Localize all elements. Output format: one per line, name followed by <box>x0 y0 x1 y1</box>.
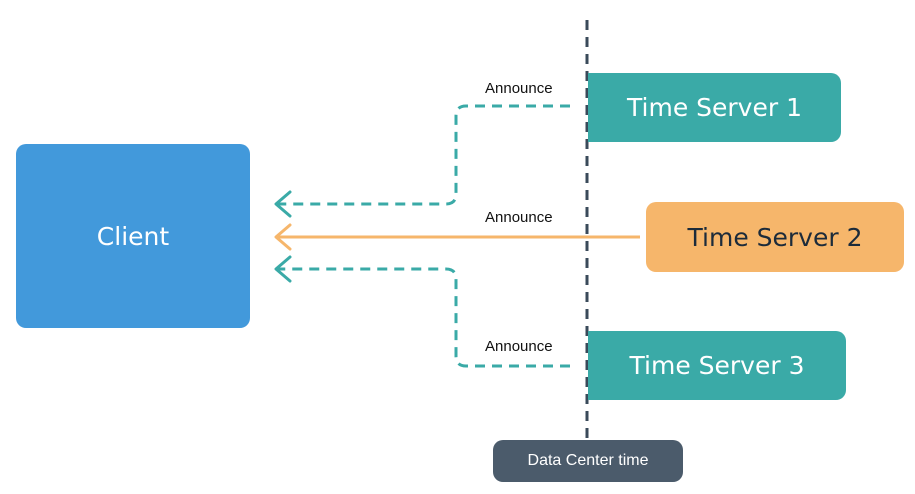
time-server-2-box: Time Server 2 <box>646 202 904 272</box>
announce-label-3: Announce <box>485 338 553 355</box>
time-server-3-box: Time Server 3 <box>588 331 846 400</box>
announce-path-1 <box>278 104 570 206</box>
arrowhead-1 <box>274 190 292 218</box>
time-server-2-label: Time Server 2 <box>687 222 863 252</box>
time-server-3-label: Time Server 3 <box>629 351 805 380</box>
data-center-time-label: Data Center time <box>527 452 649 469</box>
client-label: Client <box>96 221 170 251</box>
time-server-1-box: Time Server 1 <box>588 73 841 142</box>
client-box: Client <box>16 144 250 328</box>
announce-path-3 <box>278 267 570 368</box>
arrowhead-2 <box>274 223 292 251</box>
announce-label-2: Announce <box>485 209 553 226</box>
time-server-1-label: Time Server 1 <box>627 93 802 122</box>
data-center-time-badge: Data Center time <box>493 440 683 482</box>
arrowhead-3 <box>274 255 292 283</box>
announce-label-1: Announce <box>485 80 553 97</box>
